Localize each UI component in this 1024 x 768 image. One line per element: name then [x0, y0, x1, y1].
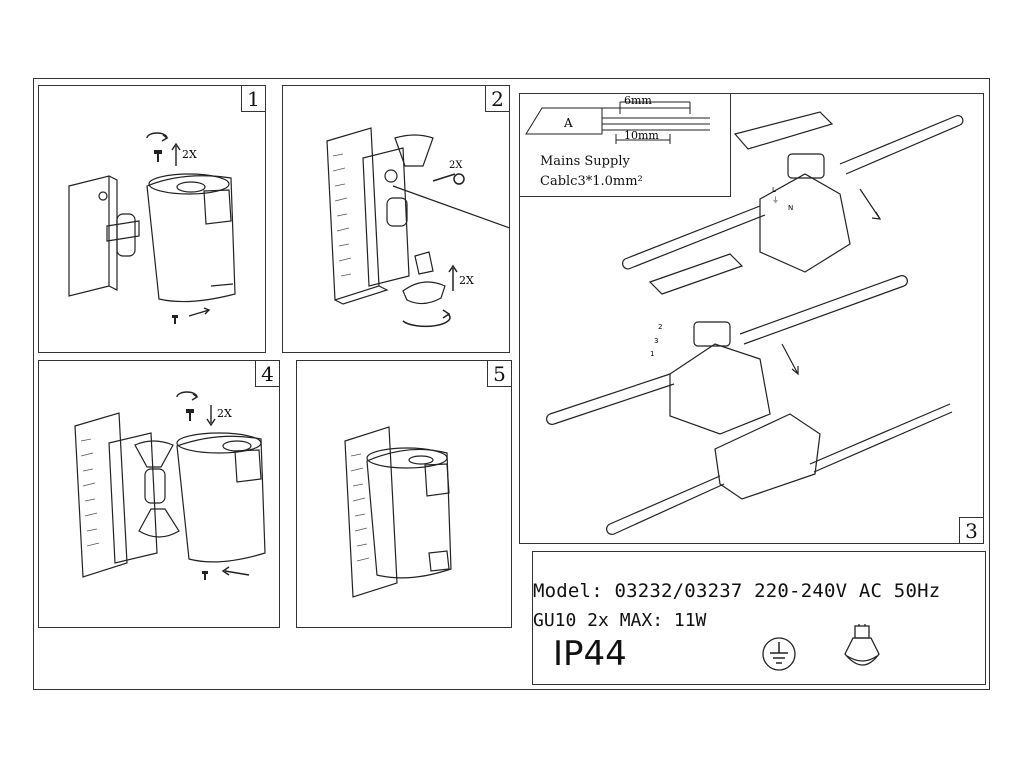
- wire-label-neutral: N: [788, 204, 793, 212]
- step-1-panel: 1 2X: [38, 85, 266, 353]
- wire-label-earth: ⏚: [772, 196, 779, 204]
- strip-length-bottom: 10mm: [624, 129, 659, 142]
- step-number: 3: [959, 517, 983, 543]
- cable-spec-box: A 6mm 10mm Mains Supply Cablc3*1.0mm²: [519, 93, 731, 197]
- manual-frame: [33, 78, 990, 690]
- step-number: 4: [255, 361, 279, 387]
- step-2-panel: 2 2X 2X: [282, 85, 510, 353]
- step-1-illustration: 2X: [68, 132, 236, 324]
- step-5-illustration: [344, 426, 452, 598]
- wire-label-1: 1: [650, 350, 654, 358]
- wire-label-3: 3: [654, 337, 658, 345]
- gu10-bulb-icon: [844, 624, 880, 666]
- cable-strip-diagram: A 6mm 10mm: [525, 94, 710, 144]
- wire-label-live: L: [772, 186, 776, 194]
- twice-label: 2X: [182, 148, 197, 161]
- wire-label-2: 2: [658, 323, 662, 331]
- twice-label: 2X: [459, 274, 474, 287]
- step-number: 1: [241, 86, 265, 112]
- step-4-illustration: 2X: [74, 391, 266, 580]
- step-5-panel: 5: [296, 360, 512, 628]
- model-spec: Model: 03232/03237 220-240V AC 50Hz: [533, 580, 941, 602]
- spec-panel: Model: 03232/03237 220-240V AC 50Hz GU10…: [532, 551, 986, 685]
- ip-rating: IP44: [553, 634, 627, 674]
- step-number: 2: [485, 86, 509, 112]
- step-number: 5: [487, 361, 511, 387]
- step-4-panel: 4 2X: [38, 360, 280, 628]
- step-2-illustration: 2X 2X: [326, 127, 509, 328]
- strip-length-top: 6mm: [624, 94, 652, 107]
- cable-letter: A: [563, 116, 573, 130]
- mains-supply-title: Mains Supply: [540, 154, 630, 169]
- twice-label: 2X: [217, 407, 232, 420]
- wiring-illustration: L ⏚ N 1 2 3: [546, 111, 964, 535]
- twice-label: 2X: [449, 160, 463, 171]
- cable-spec: Cablc3*1.0mm²: [540, 174, 643, 189]
- earth-ground-icon: [762, 637, 796, 671]
- bulb-spec: GU10 2x MAX: 11W: [533, 610, 707, 631]
